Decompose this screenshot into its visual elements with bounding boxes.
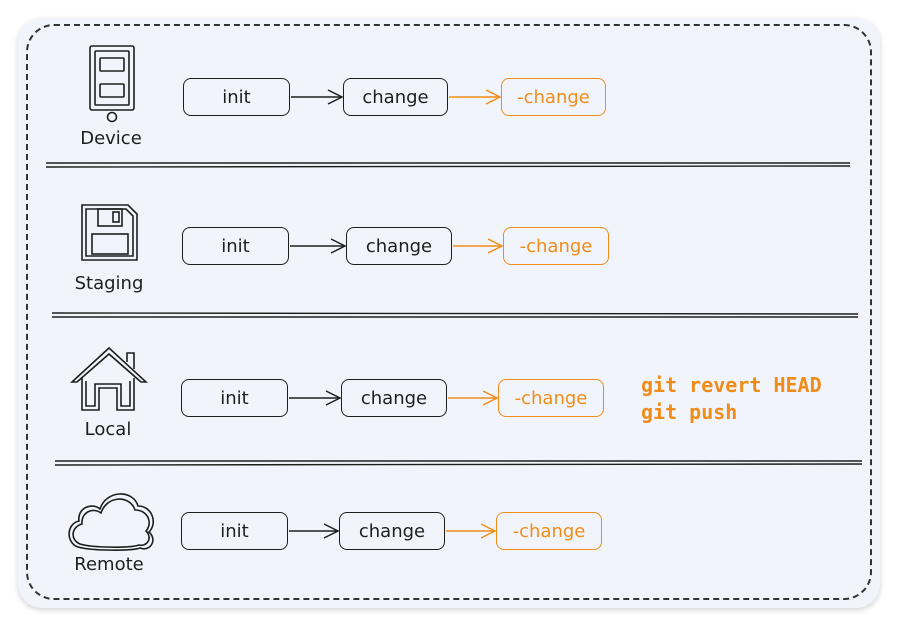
- commit-box-revert: -change: [496, 512, 602, 550]
- commit-box-init: init: [182, 227, 289, 265]
- commit-arrow: [291, 89, 344, 105]
- commit-arrow: [290, 238, 347, 254]
- row-label-staging: Staging: [74, 273, 144, 294]
- commit-box-change: change: [346, 227, 452, 265]
- commit-box-revert: -change: [498, 379, 604, 417]
- revert-arrow: [448, 390, 499, 406]
- revert-arrow: [449, 89, 502, 105]
- commit-box-init: init: [183, 78, 290, 116]
- commit-arrow: [289, 390, 342, 406]
- commit-box-revert: -change: [501, 78, 606, 116]
- commit-box-init: init: [181, 379, 288, 417]
- row-label-remote: Remote: [74, 554, 144, 575]
- device-icon: [89, 45, 135, 123]
- revert-arrow: [453, 238, 504, 254]
- arrows-layer: [289, 89, 504, 539]
- dashed-frame: [26, 24, 872, 600]
- house-icon: [69, 346, 149, 411]
- row-divider: [45, 162, 851, 168]
- commit-box-change: change: [339, 512, 445, 550]
- revert-arrow: [446, 523, 497, 539]
- git-commands: git revert HEAD git push: [641, 372, 822, 426]
- commit-box-change: change: [341, 379, 447, 417]
- row-divider: [54, 460, 863, 466]
- commit-box-change: change: [343, 78, 448, 116]
- cloud-icon: [68, 493, 154, 551]
- floppy-disk-icon: [81, 204, 138, 261]
- row-label-local: Local: [84, 419, 132, 440]
- commit-box-init: init: [181, 512, 288, 550]
- command-line: git revert HEAD: [641, 373, 822, 397]
- commit-box-revert: -change: [503, 227, 609, 265]
- row-divider: [51, 312, 859, 318]
- commit-arrow: [289, 523, 340, 539]
- row-label-device: Device: [80, 128, 142, 149]
- command-line: git push: [641, 400, 738, 424]
